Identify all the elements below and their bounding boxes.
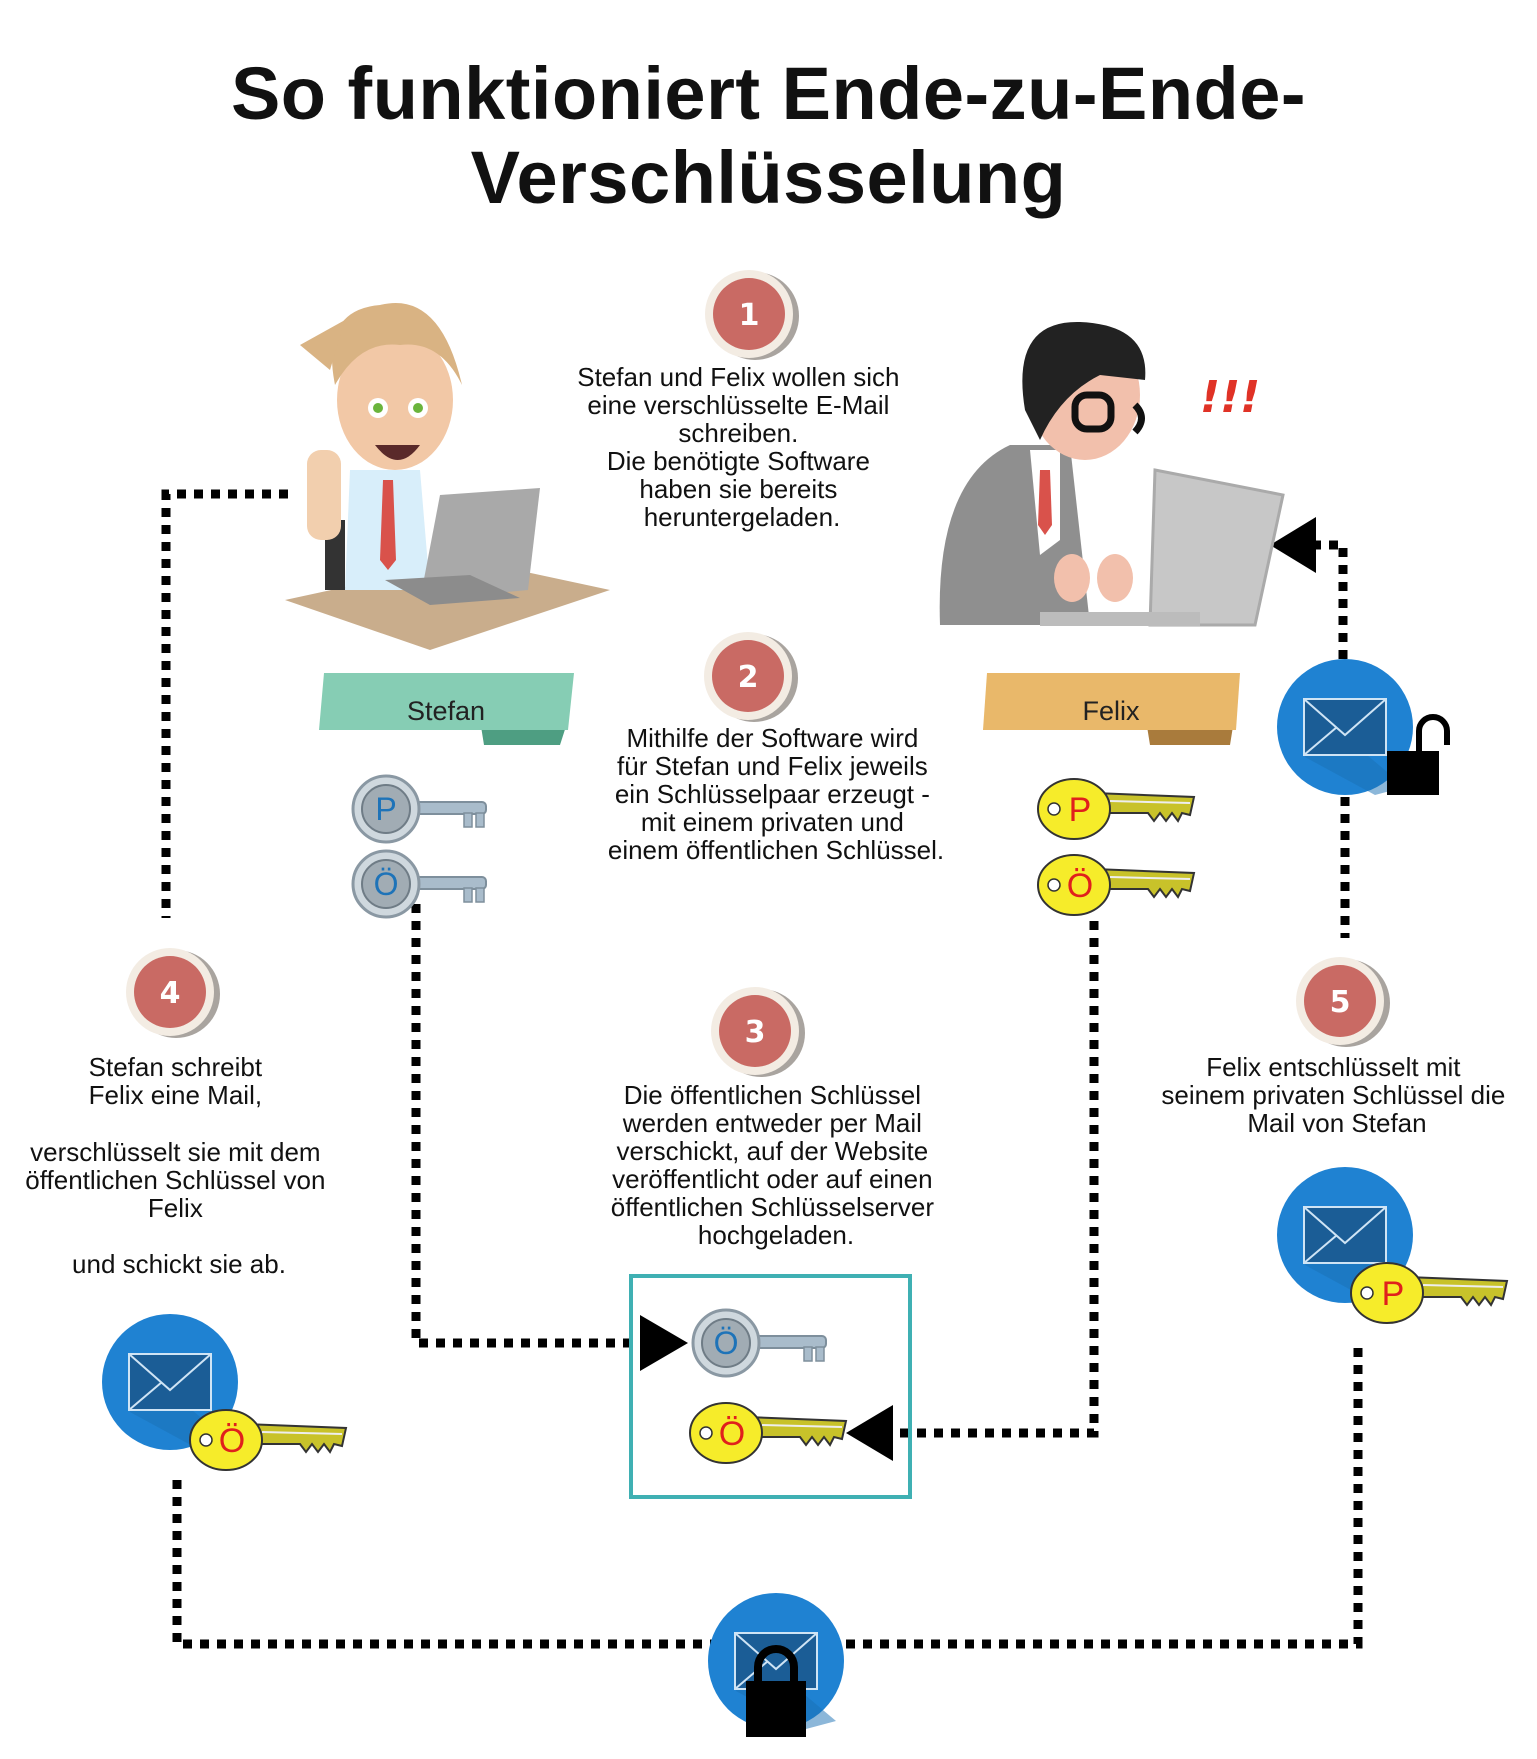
mail-with-public-key-icon: Ö (101, 1313, 347, 1471)
step-4-badge: 4 (126, 948, 220, 1038)
svg-text:P: P (1069, 791, 1092, 829)
step-2-badge: 2 (704, 632, 798, 722)
stefan-public-key-icon: Ö (351, 849, 488, 919)
svg-text:3: 3 (745, 1015, 766, 1050)
svg-text:1: 1 (739, 298, 760, 333)
box-stefan-public-key-icon: Ö (691, 1308, 828, 1378)
mail-with-private-key-icon: P (1276, 1166, 1508, 1324)
unlocked-mail-icon (1276, 658, 1450, 796)
svg-text:5: 5 (1330, 985, 1351, 1020)
svg-text:P: P (1382, 1275, 1405, 1313)
public-key-box (629, 1274, 912, 1499)
box-felix-public-key-icon: Ö (689, 1402, 847, 1464)
felix-banner: Felix (983, 673, 1240, 745)
step-3-text: Die öffentlichen Schlüssel werden entwed… (611, 1080, 941, 1250)
felix-name: Felix (1082, 696, 1140, 726)
step-5-text: Felix entschlüsselt mit seinem privaten … (1161, 1052, 1512, 1138)
svg-text:Ö: Ö (719, 1415, 745, 1453)
step-2-text: Mithilfe der Software wird für Stefan un… (608, 723, 944, 865)
step-5-badge: 5 (1296, 957, 1390, 1047)
arrowheads (640, 517, 1316, 1461)
stefan-name: Stefan (407, 696, 485, 726)
svg-text:2: 2 (738, 660, 759, 695)
step-1-text: Stefan und Felix wollen sich eine versch… (577, 362, 907, 532)
svg-text:Ö: Ö (1067, 867, 1093, 905)
svg-text:Ö: Ö (714, 1325, 739, 1361)
step-4-text: Stefan schreibt Felix eine Mail, verschl… (25, 1052, 332, 1279)
arrow-left-icon (846, 1405, 893, 1461)
title-line-2: Verschlüsselung (470, 136, 1067, 219)
felix-public-key-icon: Ö (1037, 854, 1195, 916)
locked-mail-icon (707, 1592, 845, 1737)
arrow-right-icon (640, 1315, 688, 1371)
stefan-illustration (285, 302, 610, 650)
step-1-badge: 1 (705, 270, 799, 360)
step-3-badge: 3 (711, 987, 805, 1077)
felix-private-key-icon: P (1037, 778, 1195, 840)
stefan-banner: Stefan (319, 673, 574, 745)
felix-illustration: !!! (939, 321, 1285, 627)
svg-text:Ö: Ö (374, 866, 399, 902)
svg-text:4: 4 (160, 976, 181, 1011)
svg-text:P: P (375, 791, 396, 827)
title-line-1: So funktioniert Ende-zu-Ende- (230, 52, 1307, 135)
stefan-private-key-icon: P (351, 774, 488, 844)
arrow-into-felix-icon (1270, 517, 1316, 573)
exclamation-marks: !!! (1200, 372, 1260, 423)
svg-text:Ö: Ö (219, 1422, 245, 1460)
page-title: So funktioniert Ende-zu-Ende- Verschlüss… (0, 52, 1537, 220)
